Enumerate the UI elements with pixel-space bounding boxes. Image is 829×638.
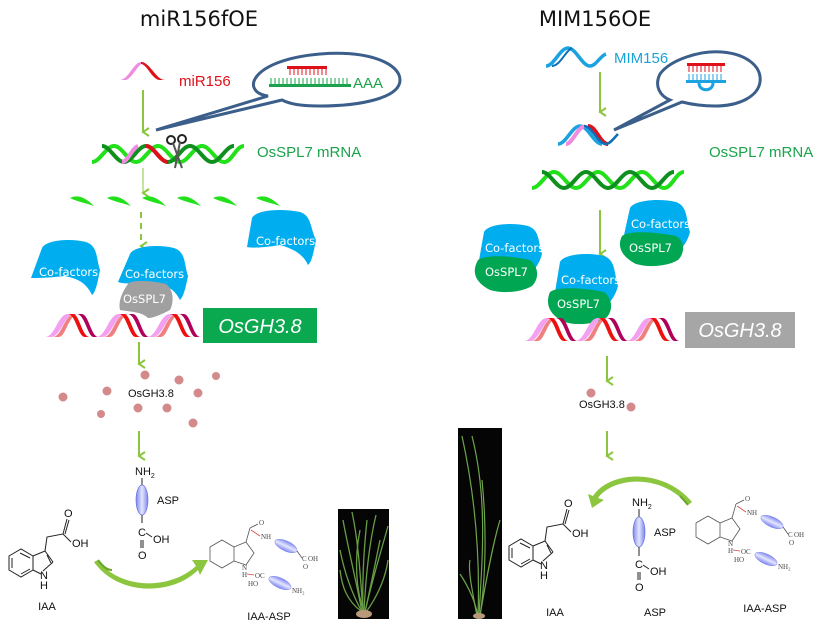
left-osspl7-mrna: [91, 143, 245, 165]
cofactor-label-bound: Co-factors: [125, 267, 184, 281]
left-mrna-label: OsSPL7 mRNA: [257, 144, 361, 161]
svg-text:H: H: [728, 547, 733, 555]
mim156-mir156-duplex: [557, 124, 619, 146]
left-gene-box: [203, 308, 317, 343]
mir156-label: miR156: [179, 73, 231, 90]
svg-text:OH: OH: [72, 538, 89, 550]
svg-text:O: O: [138, 550, 147, 562]
plant-photo-right: [458, 428, 502, 619]
iaa-label-left: IAA: [38, 601, 56, 613]
left-duplex-callout: AAA: [155, 51, 402, 132]
osgh38-protein-dots-left: [58, 370, 220, 428]
right-mimicry-callout: [613, 50, 762, 132]
mim156-label: MIM156: [614, 50, 668, 67]
svg-text:ASP: ASP: [157, 495, 179, 507]
right-gene-box: [685, 312, 795, 348]
conjugation-arrow-right: [588, 476, 692, 508]
svg-text:OH: OH: [650, 566, 667, 578]
svg-text:H: H: [40, 580, 48, 592]
svg-text:H: H: [540, 570, 548, 582]
asp-molecule-left: NH2 ASP C OH O: [135, 466, 179, 562]
svg-text:OH: OH: [153, 534, 170, 546]
cofactor-label-free: Co-factors: [256, 234, 315, 248]
svg-text:OC: OC: [741, 548, 751, 556]
conjugation-arrow-left: [94, 559, 208, 589]
svg-text:O: O: [259, 519, 264, 527]
right-gene-box-label: OsGH3.8: [698, 320, 781, 342]
complex-right-left: Co-factors OsSPL7: [474, 224, 544, 293]
svg-text:HO: HO: [248, 580, 258, 588]
svg-text:N: N: [242, 564, 247, 572]
iaa-label-right: IAA: [546, 607, 564, 619]
asp-molecule-right: NH2 ASP C OH O: [632, 497, 676, 594]
right-osgh38-dna: [524, 318, 680, 341]
svg-text:ASP: ASP: [654, 527, 676, 539]
osgh38-protein-dots-right: [586, 388, 636, 412]
conjugate-label-right: IAA-ASP: [743, 603, 786, 615]
svg-text:NH₂: NH₂: [292, 587, 305, 595]
left-panel-title: miR156fOE: [140, 7, 258, 31]
svg-text:C: C: [302, 555, 307, 563]
svg-text:N: N: [540, 560, 548, 572]
svg-text:NH₂: NH₂: [778, 563, 791, 571]
svg-text:C: C: [138, 527, 146, 539]
complex-right-bound: Co-factors OsSPL7: [547, 254, 620, 325]
svg-text:O: O: [64, 508, 73, 520]
scissors-icon: [166, 134, 187, 169]
complex-bound-cofactor-label: Co-factors: [561, 273, 620, 287]
left-osgh38-dna: [45, 314, 201, 337]
iaa-molecule-right: O OH NH: [508, 498, 589, 582]
svg-text:O: O: [789, 539, 794, 547]
bound-complex-left: Co-factors OsSPL7: [118, 246, 188, 318]
protein-label-right: OsGH3.8: [579, 399, 625, 411]
svg-text:C: C: [788, 531, 793, 539]
mir156-strand: [120, 62, 165, 80]
complex-top-cofactor-label: Co-factors: [631, 217, 690, 231]
svg-text:HO: HO: [734, 556, 744, 564]
svg-text:H: H: [242, 571, 247, 579]
svg-text:C: C: [635, 559, 643, 571]
poly-a-tail-label: AAA: [353, 75, 383, 92]
svg-text:NH2: NH2: [632, 497, 652, 511]
complex-top-spl7-label: OsSPL7: [629, 241, 672, 255]
asp-caption-right: ASP: [644, 607, 666, 619]
right-osspl7-mrna-intact: [531, 169, 685, 191]
left-gene-box-label: OsGH3.8: [218, 316, 301, 338]
degraded-mrna-fragments: [70, 196, 280, 206]
svg-text:OH: OH: [572, 528, 589, 540]
right-panel-title: MIM156OE: [539, 7, 651, 31]
svg-text:N: N: [40, 570, 48, 582]
svg-text:OH: OH: [308, 555, 318, 563]
complex-bound-spl7-label: OsSPL7: [557, 297, 600, 311]
svg-text:NH: NH: [261, 533, 271, 541]
plant-photo-left: [338, 509, 389, 619]
left-panel: miR156fOE miR156 AAA: [8, 7, 402, 623]
conjugate-label-left: IAA-ASP: [247, 611, 290, 623]
mim156-strand: [545, 46, 607, 68]
cofactor-label-left: Co-factors: [39, 265, 98, 279]
svg-text:OC: OC: [255, 572, 265, 580]
complex-right-top: Co-factors OsSPL7: [619, 200, 690, 267]
protein-label-left: OsGH3.8: [128, 388, 174, 400]
right-mrna-label: OsSPL7 mRNA: [709, 144, 813, 161]
complex-left-cofactor-label: Co-factors: [485, 241, 544, 255]
spl7-label-left: OsSPL7: [123, 292, 166, 306]
svg-text:N: N: [728, 540, 733, 548]
svg-text:OH: OH: [794, 531, 804, 539]
iaa-molecule-left: O OH NH: [8, 508, 89, 592]
svg-text:NH: NH: [747, 509, 757, 517]
right-panel: MIM156OE MIM156 OsSPL: [458, 7, 813, 619]
svg-text:O: O: [564, 498, 573, 510]
svg-text:O: O: [635, 582, 644, 594]
svg-text:O: O: [745, 495, 750, 503]
svg-text:NH2: NH2: [135, 466, 155, 480]
cofactor-blob-free: Co-factors: [247, 210, 316, 265]
complex-left-spl7-label: OsSPL7: [485, 265, 528, 279]
svg-text:O: O: [303, 563, 308, 571]
cofactor-blob-left: Co-factors: [31, 240, 100, 295]
